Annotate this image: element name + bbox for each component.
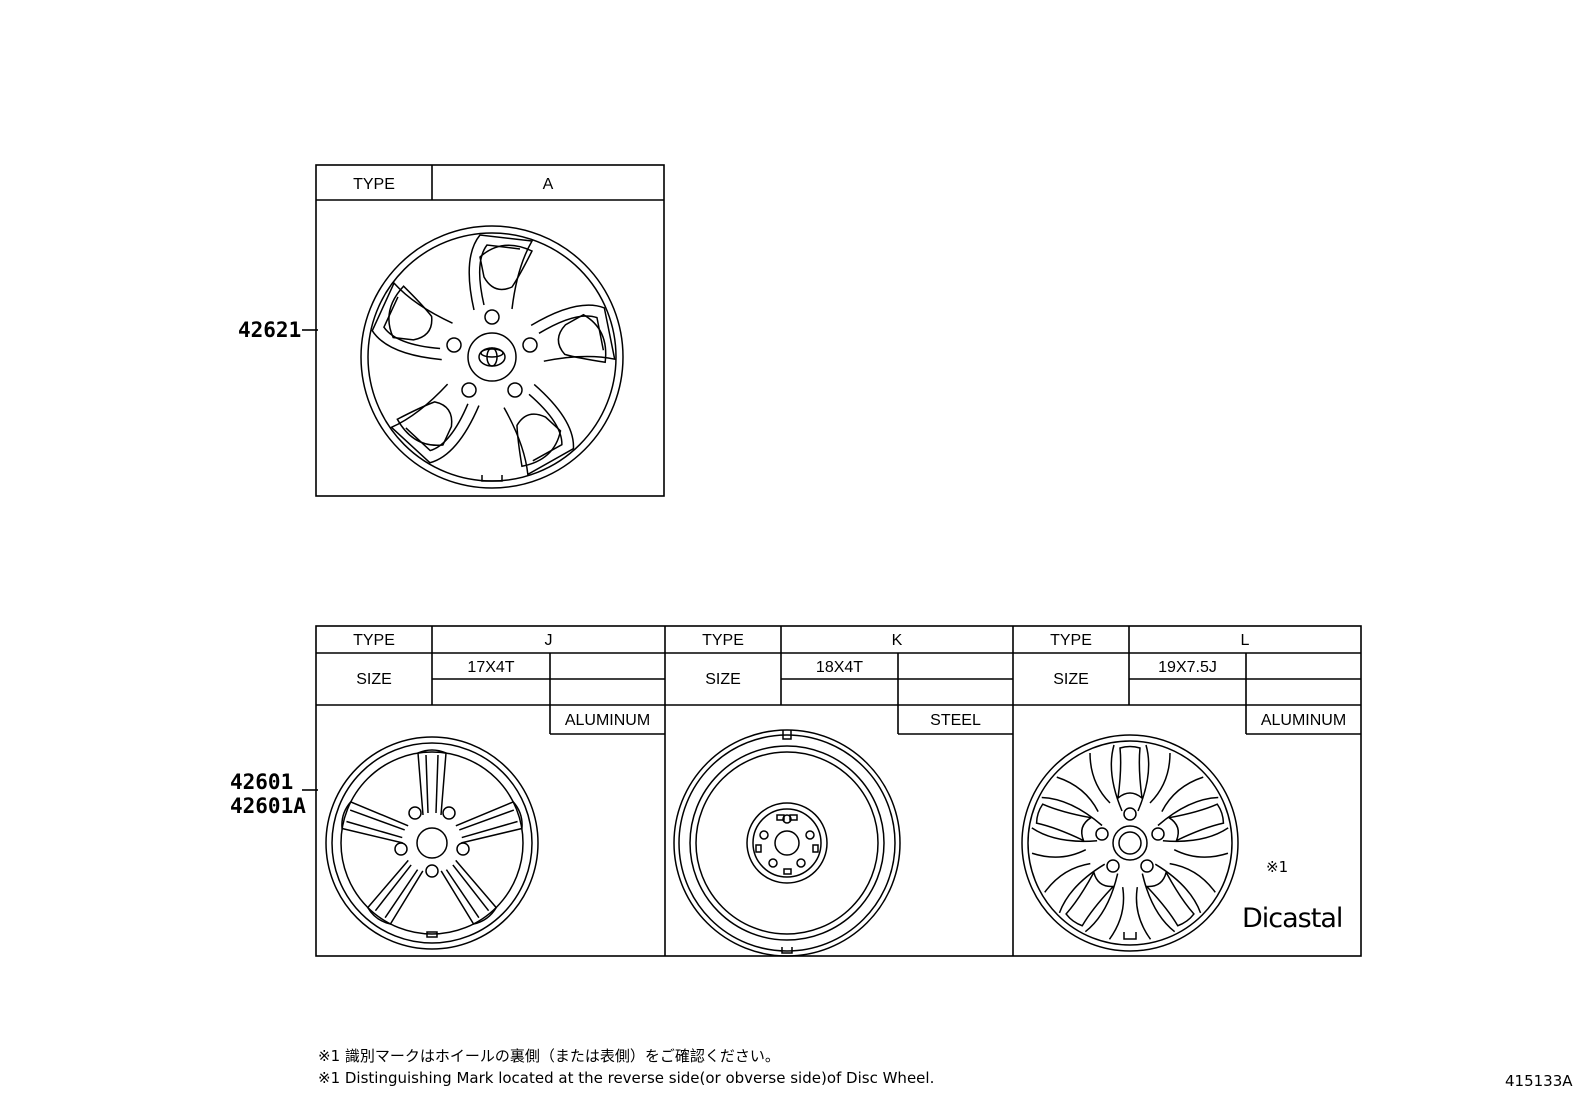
type-header: TYPE — [702, 632, 744, 649]
type-header: TYPE — [353, 176, 395, 193]
note-japanese: ※1 識別マークはホイールの裏側（または表側）をご確認ください。 — [318, 1047, 780, 1065]
type-value-j: J — [544, 632, 553, 649]
type-value-k: K — [891, 632, 903, 649]
part-number-42601a: 42601A — [230, 794, 306, 818]
size-value-j: 17X4T — [467, 659, 515, 676]
material-k: STEEL — [930, 712, 981, 729]
top-panel-frame — [315, 164, 665, 497]
type-value-a: A — [542, 176, 554, 193]
size-value-l: 19X7.5J — [1158, 659, 1217, 676]
type-header: TYPE — [1050, 632, 1092, 649]
size-value-k: 18X4T — [815, 659, 864, 676]
type-header: TYPE — [353, 632, 395, 649]
size-header: SIZE — [356, 671, 392, 688]
part-number-42601: 42601 — [230, 770, 294, 794]
material-j: ALUMINUM — [564, 712, 651, 729]
material-l: ALUMINUM — [1260, 712, 1347, 729]
wheel-k-steel-icon — [673, 729, 901, 957]
wheel-j-aluminum-icon — [325, 736, 539, 950]
part-number-42621: 42621 — [238, 318, 302, 342]
note-english: ※1 Distinguishing Mark located at the re… — [318, 1069, 935, 1087]
size-header: SIZE — [1053, 671, 1089, 688]
wheel-cover-a-icon — [360, 225, 624, 489]
size-header: SIZE — [705, 671, 741, 688]
figure-id: 415133A — [1505, 1072, 1573, 1090]
dicastal-logo: Dicastal — [1242, 903, 1343, 934]
distinguishing-mark-ref: ※1 — [1266, 858, 1289, 876]
type-value-l: L — [1240, 632, 1250, 649]
wheel-l-aluminum-icon — [1021, 734, 1239, 952]
bottom-panel-frame — [315, 625, 1362, 957]
